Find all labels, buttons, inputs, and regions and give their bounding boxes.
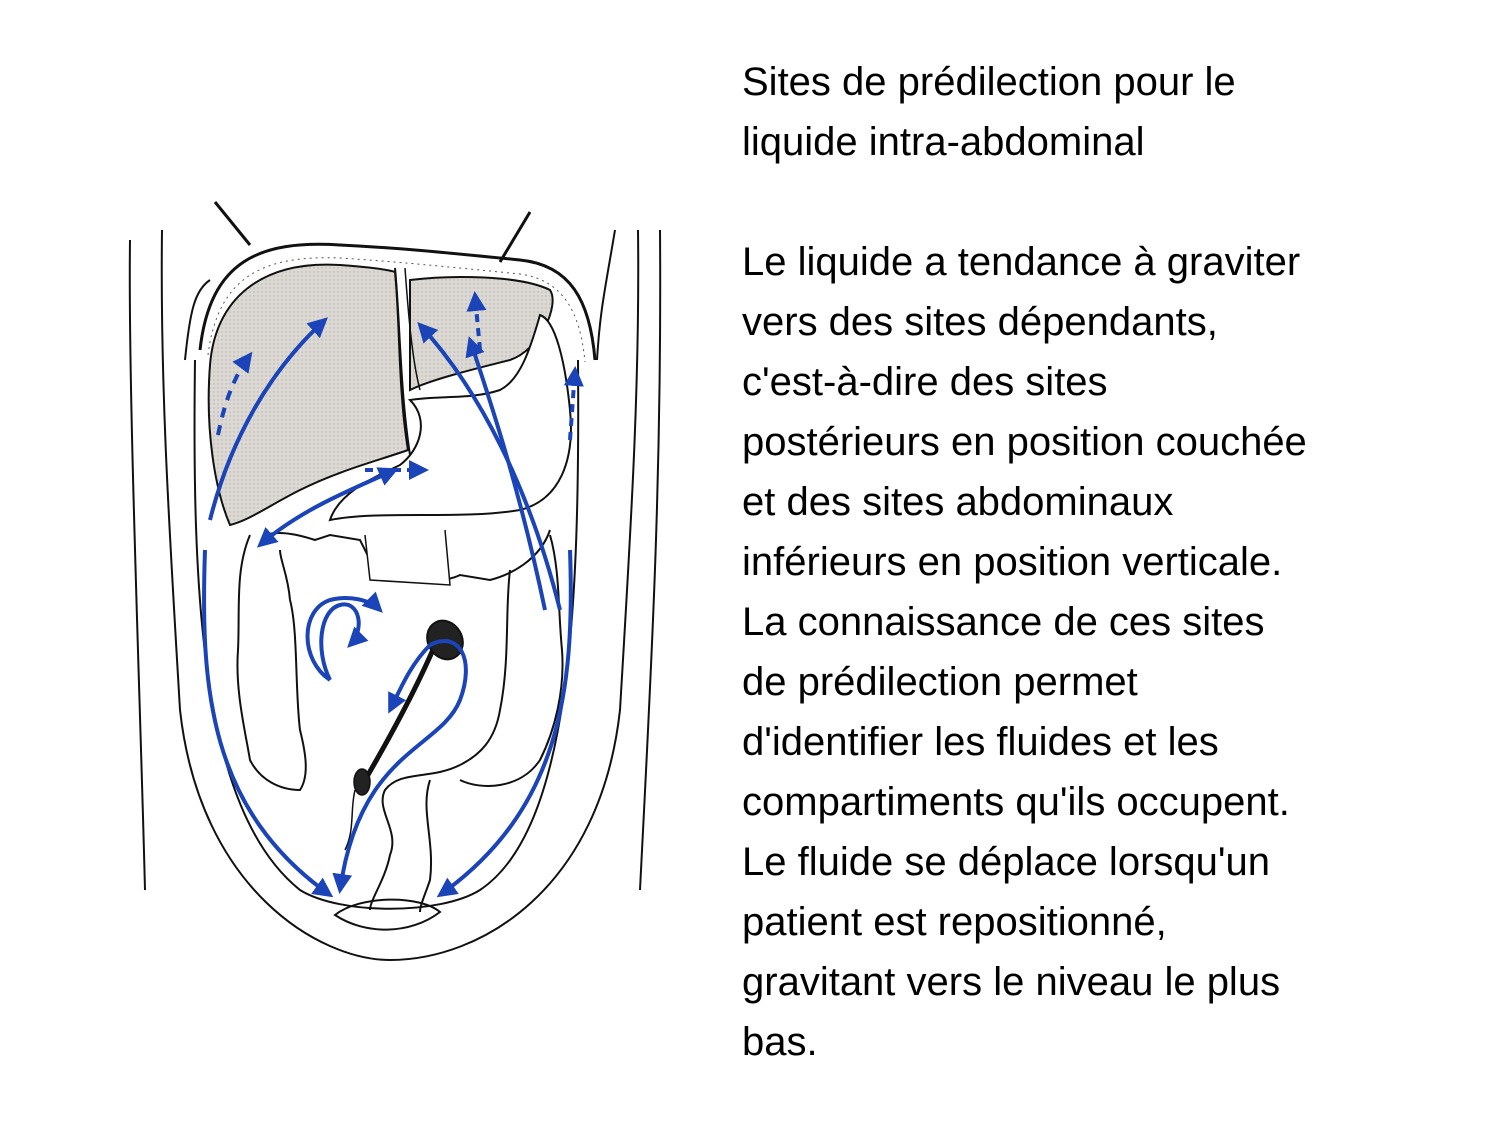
slide-title: Sites de prédilection pour le liquide in… xyxy=(742,52,1482,172)
body-line: La connaissance de ces sites xyxy=(742,600,1265,644)
ascending-colon xyxy=(236,534,307,792)
descending-colon xyxy=(459,534,564,787)
body-line: bas. xyxy=(742,1020,818,1064)
body-line: gravitant vers le niveau le plus xyxy=(742,960,1281,1004)
abdominal-fluid-illustration xyxy=(100,190,680,970)
retractor-hooks xyxy=(213,201,532,263)
body-line: inférieurs en position verticale. xyxy=(742,540,1283,584)
slide-body-text: Le liquide a tendance à graviter vers de… xyxy=(742,232,1482,1072)
body-line: compartiments qu'ils occupent. xyxy=(742,780,1290,824)
anatomy-diagram xyxy=(128,201,662,962)
title-line: Sites de prédilection pour le xyxy=(742,60,1236,104)
body-line: de prédilection permet xyxy=(742,660,1138,704)
body-line: patient est repositionné, xyxy=(742,900,1167,944)
fluid-flow-arrows xyxy=(202,291,584,898)
body-line: postérieurs en position couchée xyxy=(742,420,1307,464)
liver xyxy=(207,263,410,527)
sigmoid-colon xyxy=(369,764,461,911)
diaphragm xyxy=(198,242,597,361)
text-panel: Sites de prédilection pour le liquide in… xyxy=(742,52,1482,1072)
body-line: c'est-à-dire des sites xyxy=(742,360,1108,404)
body-line: d'identifier les fluides et les xyxy=(742,720,1219,764)
body-line: vers des sites dépendants, xyxy=(742,300,1218,344)
body-line: et des sites abdominaux xyxy=(742,480,1174,524)
body-line: Le fluide se déplace lorsqu'un xyxy=(742,840,1271,884)
mesentery xyxy=(362,644,438,782)
title-line: liquide intra-abdominal xyxy=(742,120,1145,164)
body-line: Le liquide a tendance à graviter xyxy=(742,240,1301,284)
